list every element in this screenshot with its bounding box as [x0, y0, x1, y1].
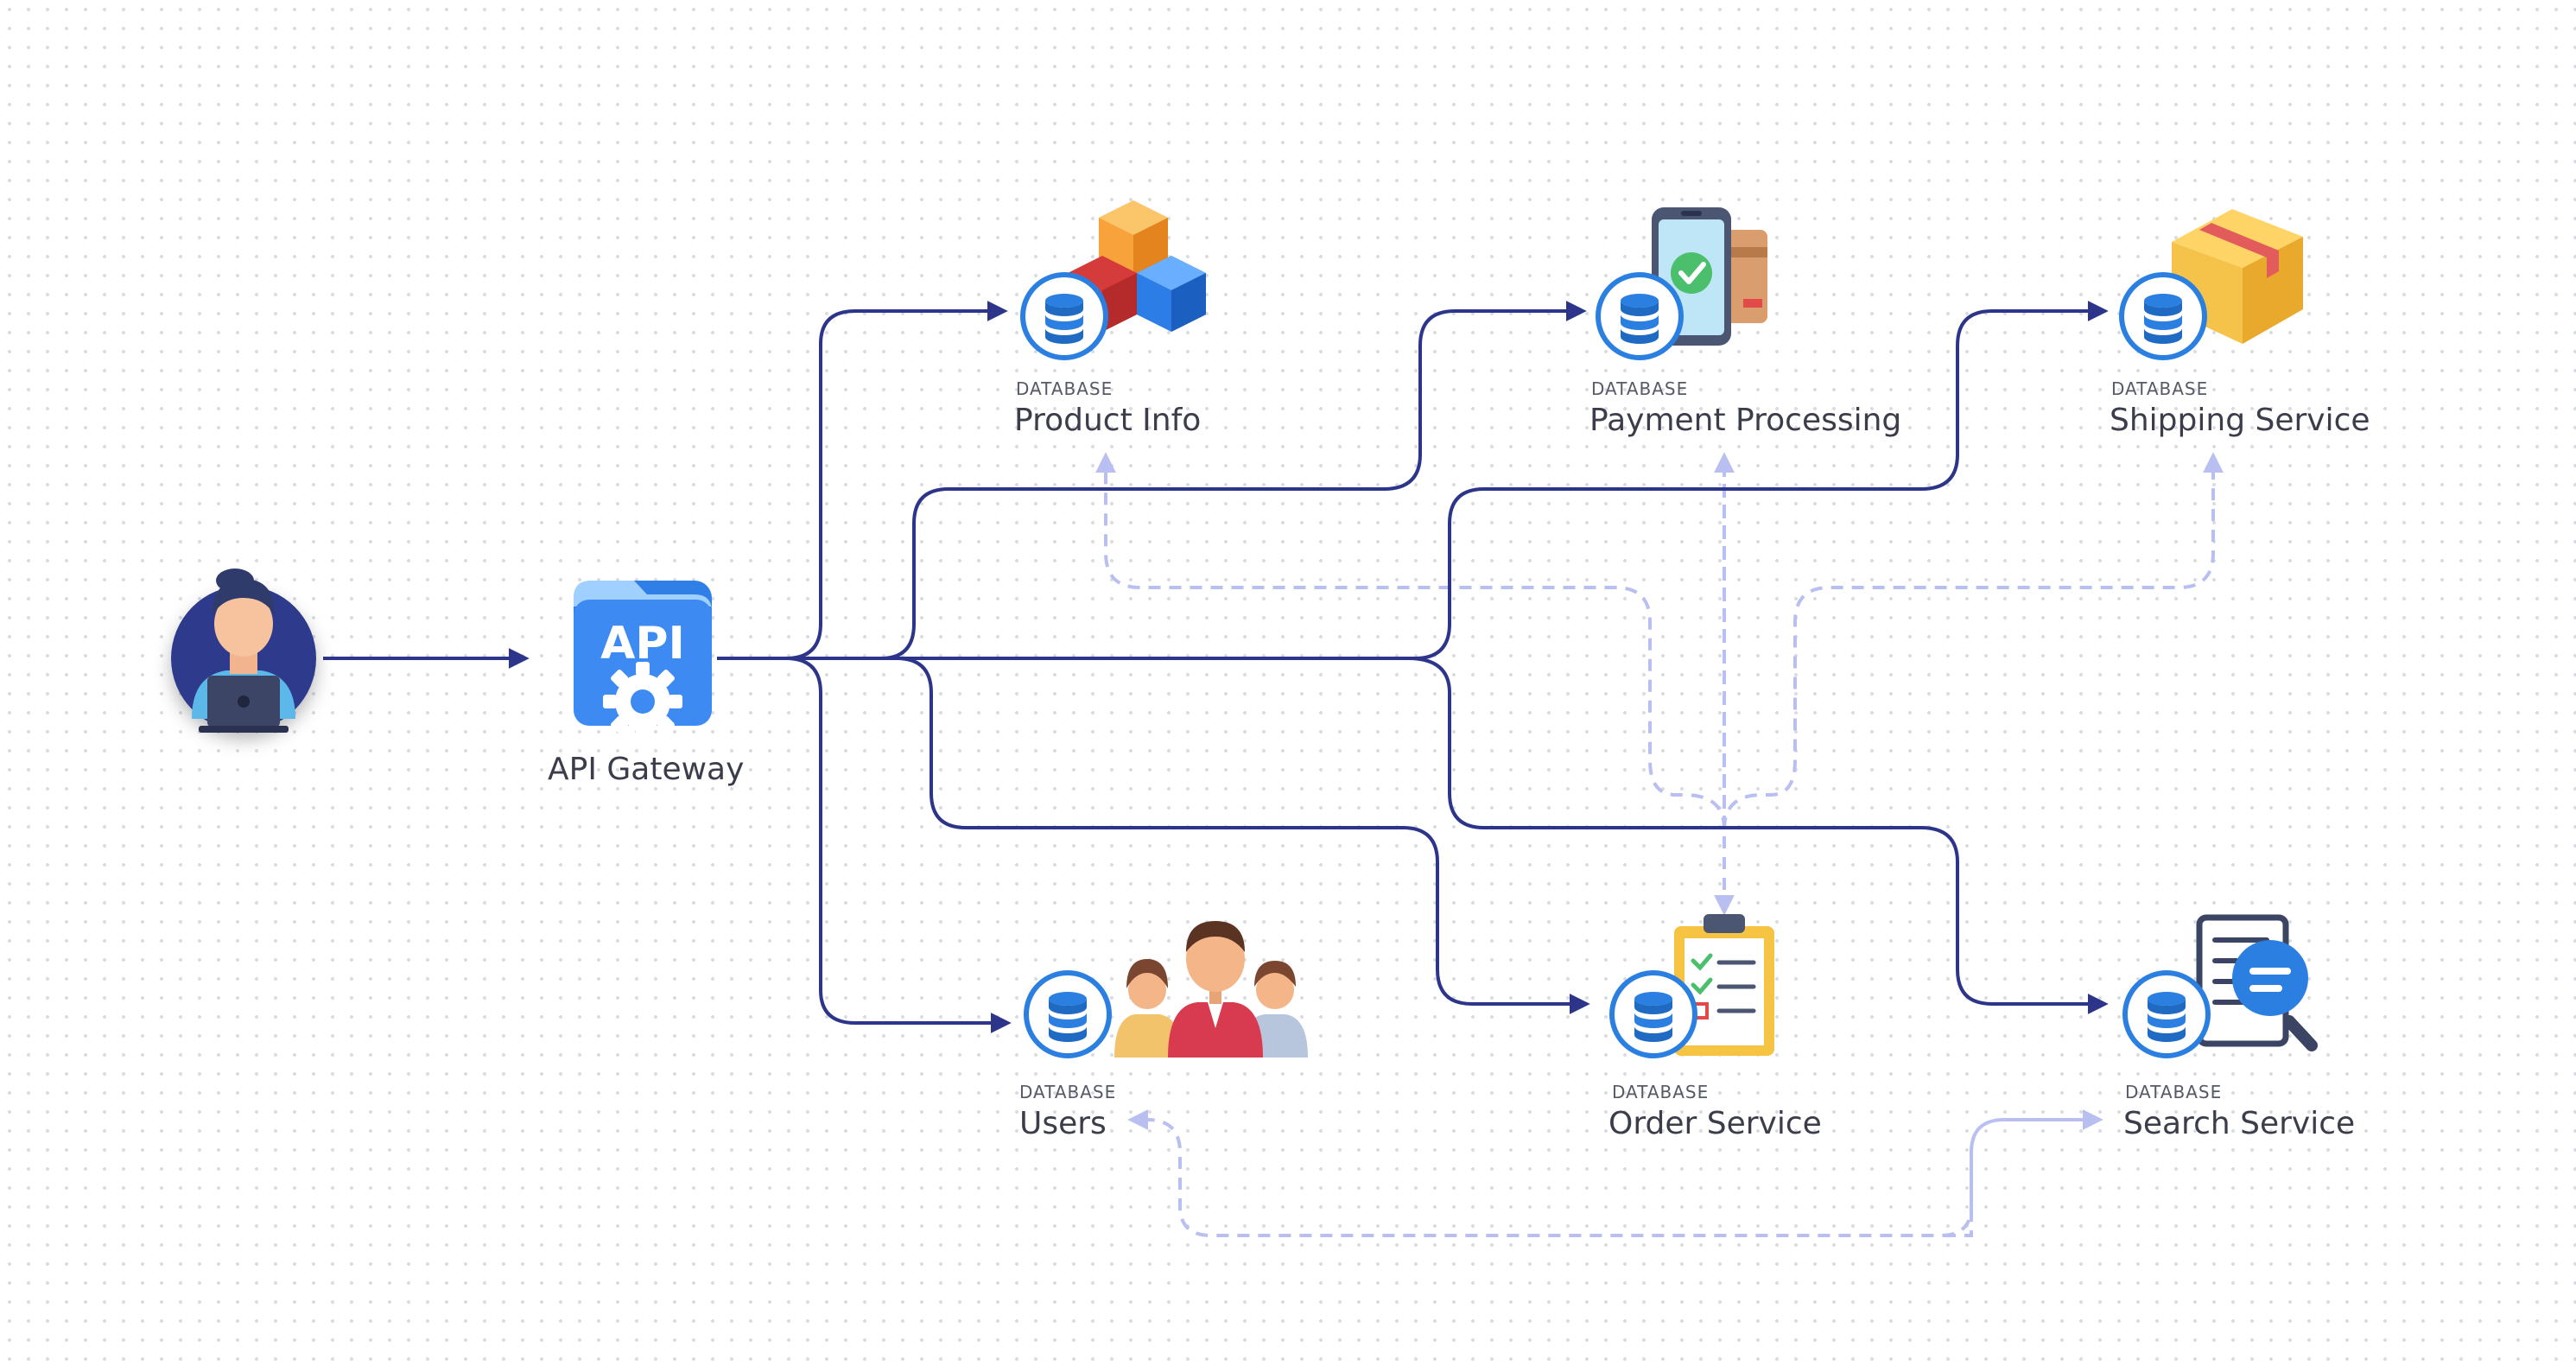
edge-order-to-shipping — [1723, 452, 2224, 830]
service-label-payment: Payment Processing — [1589, 403, 1902, 438]
client-user-node[interactable] — [171, 568, 316, 733]
database-icon — [2122, 275, 2205, 358]
api-gateway-node[interactable]: API — [574, 581, 712, 741]
edge-search-to-users — [1127, 1109, 2091, 1237]
edge-gateway-to-search — [1407, 657, 2109, 1014]
database-icon — [1598, 275, 1681, 358]
api-icon-text: API — [600, 618, 685, 670]
edge-users-to-search — [1944, 1109, 2103, 1237]
database-icon — [1026, 973, 1109, 1056]
gateway-label: API Gateway — [548, 752, 745, 787]
user-laptop-icon — [171, 568, 316, 733]
edge-gateway-to-users — [717, 657, 1012, 1033]
search-document-icon — [2196, 914, 2318, 1051]
service-label-shipping: Shipping Service — [2110, 403, 2370, 438]
clipboard-checklist-icon — [1674, 914, 1774, 1056]
request-edges — [323, 301, 2109, 1033]
api-gear-icon: API — [574, 581, 712, 741]
edge-gateway-to-product — [717, 301, 1008, 660]
service-tag-order: DATABASE — [1612, 1082, 1710, 1102]
service-label-product: Product Info — [1014, 403, 1202, 438]
service-node-search[interactable] — [2125, 914, 2318, 1056]
service-label-users: Users — [1019, 1106, 1107, 1141]
service-tag-payment: DATABASE — [1591, 378, 1689, 399]
service-tag-shipping: DATABASE — [2111, 378, 2209, 399]
database-icon — [1612, 973, 1695, 1056]
service-tag-search: DATABASE — [2125, 1082, 2223, 1102]
database-icon — [1023, 275, 1106, 358]
people-icon — [1114, 921, 1308, 1058]
edge-order-to-product — [1095, 452, 1726, 830]
service-node-payment[interactable] — [1598, 207, 1767, 358]
dependency-edges — [1095, 452, 2224, 1237]
service-tag-users: DATABASE — [1019, 1082, 1117, 1102]
service-node-shipping[interactable] — [2122, 209, 2303, 358]
edge-gateway-to-payment — [717, 301, 1587, 660]
service-node-product[interactable] — [1023, 200, 1206, 358]
edge-gateway-to-order — [717, 657, 1590, 1014]
service-node-users[interactable] — [1026, 921, 1308, 1058]
database-icon — [2125, 973, 2208, 1056]
service-label-search: Search Service — [2123, 1106, 2356, 1141]
edge-gateway-to-shipping — [717, 301, 2109, 660]
service-label-order: Order Service — [1608, 1106, 1822, 1141]
service-node-order[interactable] — [1612, 914, 1774, 1056]
service-tag-product: DATABASE — [1016, 378, 1114, 399]
